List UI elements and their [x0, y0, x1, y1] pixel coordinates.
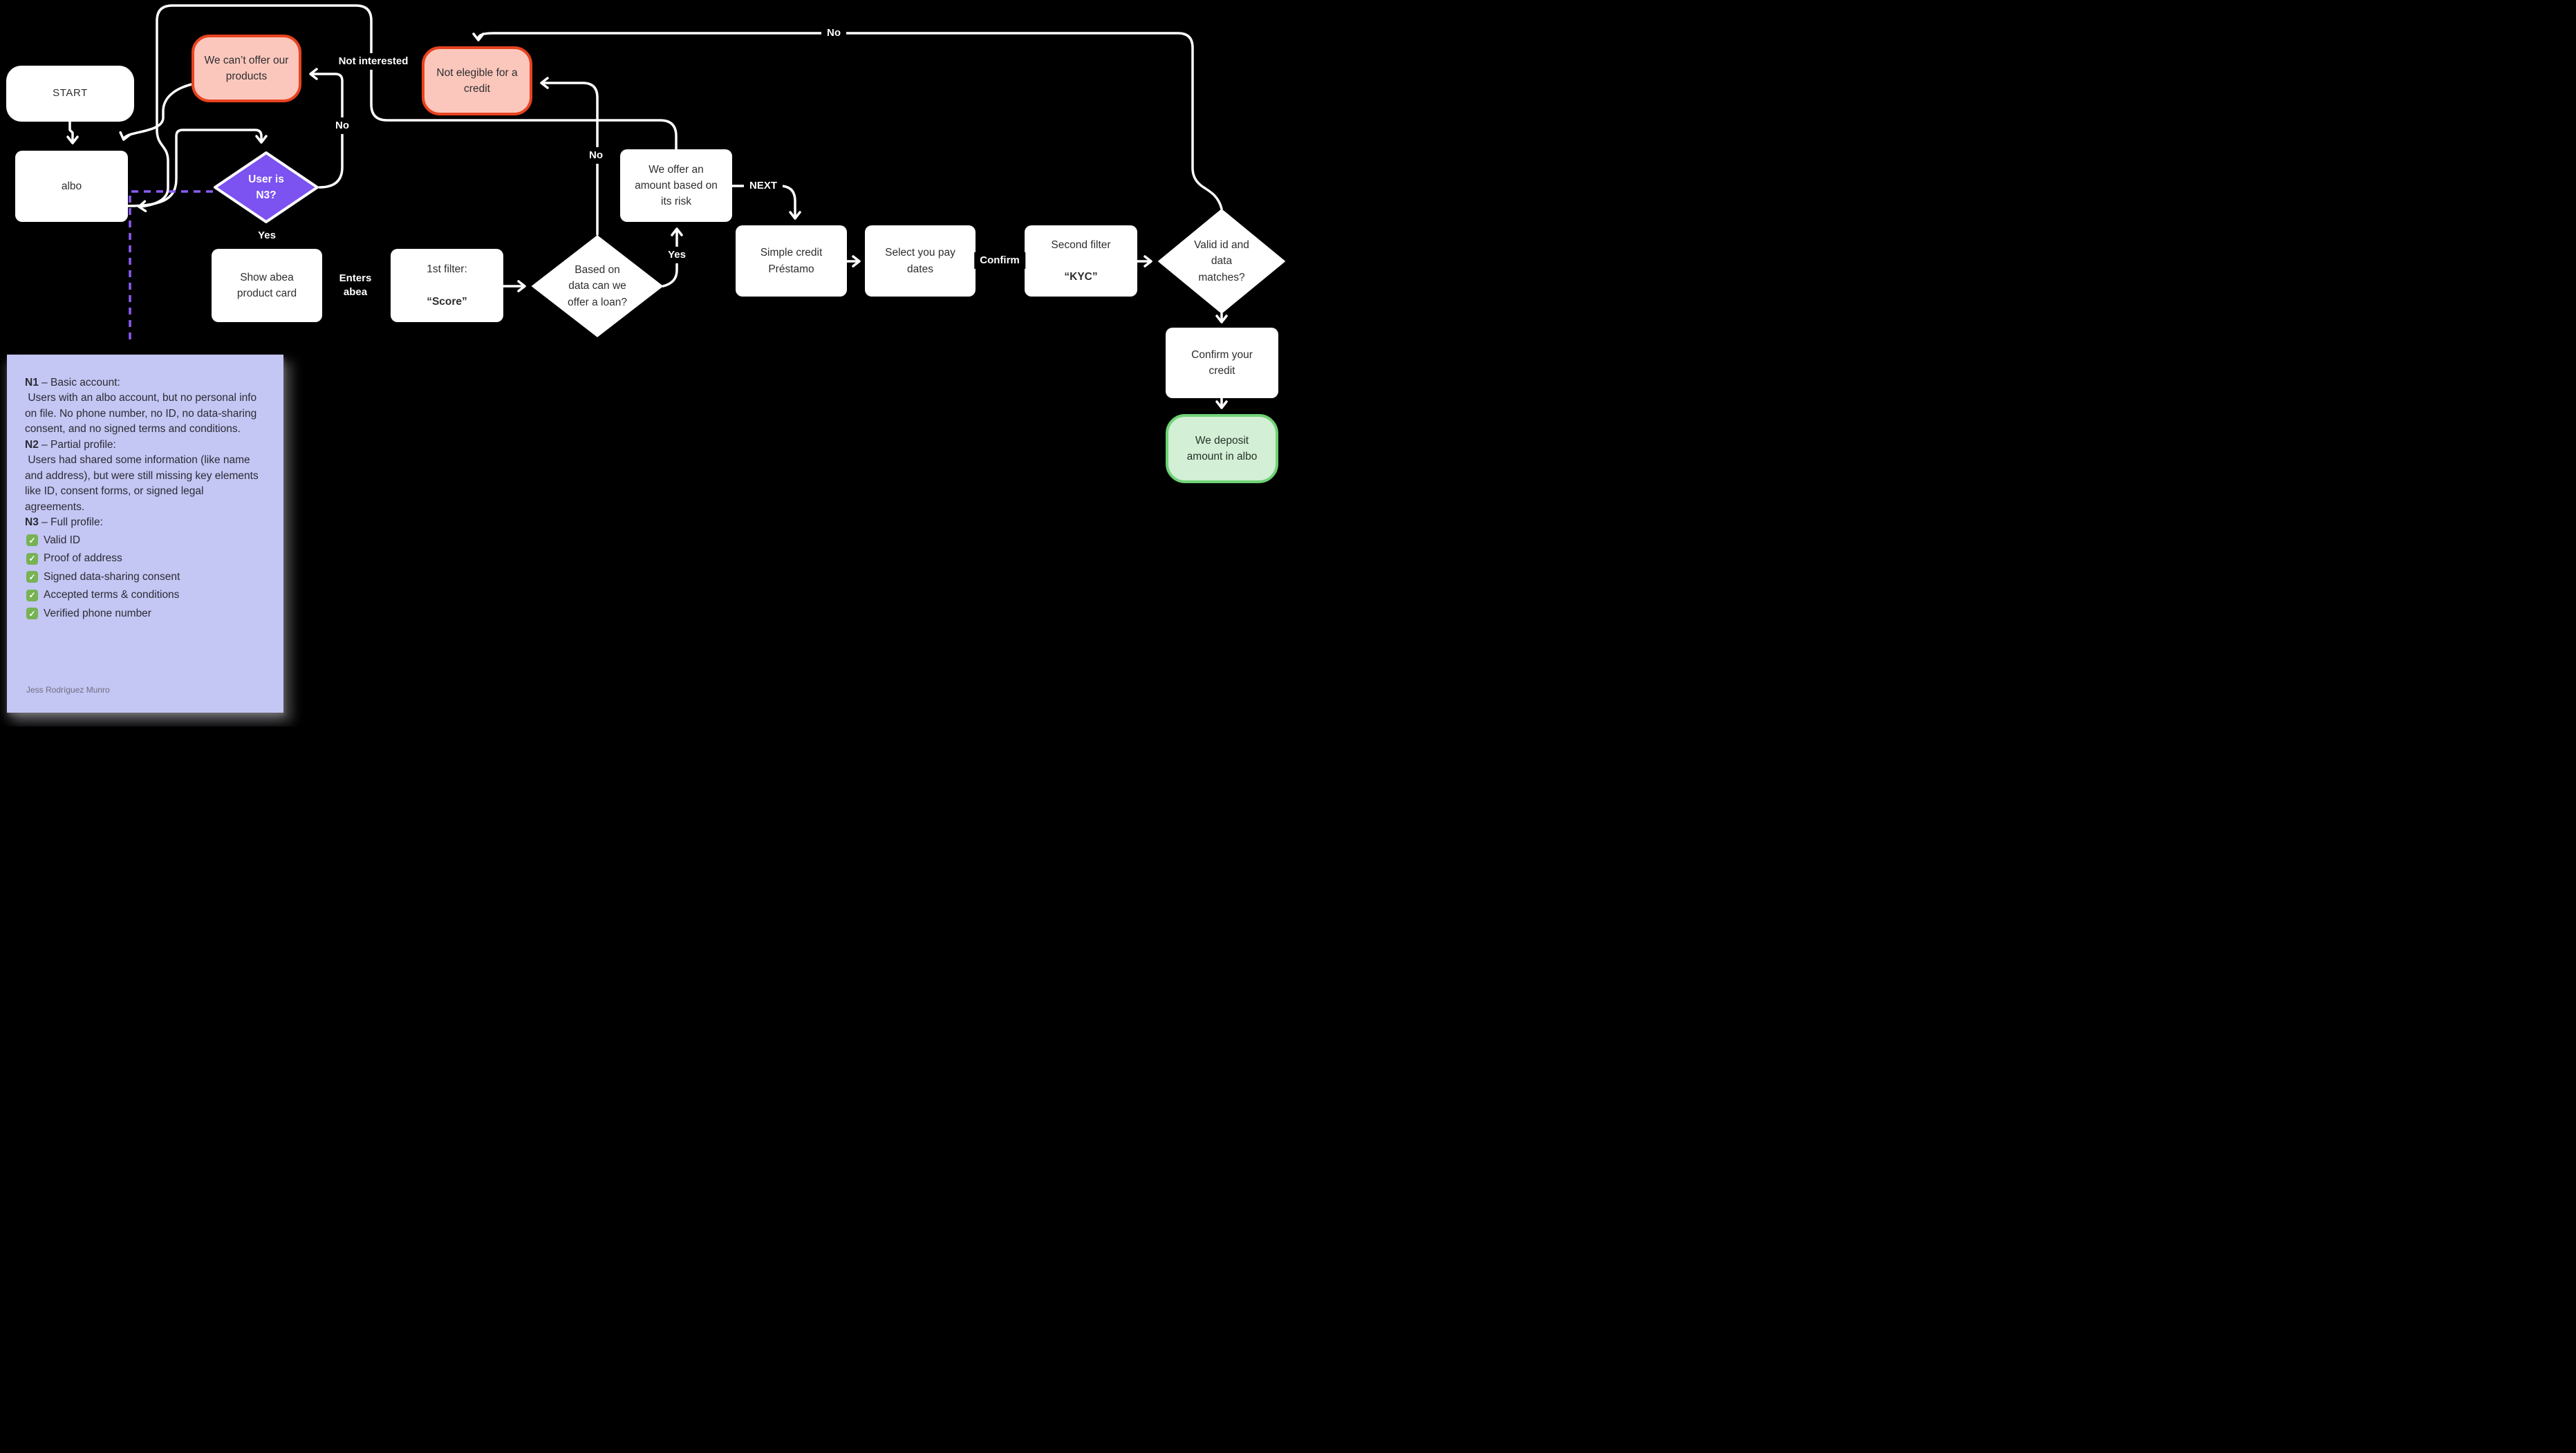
legend-n3-section: N3 – Full profile: Valid ID Proof of add…	[25, 515, 265, 621]
edge-label-n3-no: No	[330, 117, 355, 135]
edge-label-loan-yes: Yes	[662, 246, 691, 264]
pay-dates-node: Select you pay dates	[865, 225, 976, 297]
checklist-item: Accepted terms & conditions	[26, 588, 265, 603]
attribution: Jess Rodríguez Munro	[26, 684, 110, 695]
checklist-item: Verified phone number	[26, 606, 265, 621]
edge-label-not-interested: Not interested	[333, 53, 414, 71]
connector-loan-no-to-noteligible	[540, 77, 599, 236]
edge-label-valid-no: No	[821, 24, 846, 42]
second-filter-node: Second filter “KYC”	[1025, 225, 1137, 297]
albo-node: albo	[15, 151, 128, 222]
diamond-shape	[1157, 209, 1286, 314]
checklist-item: Valid ID	[26, 533, 265, 548]
checklist-item: Signed data-sharing consent	[26, 570, 265, 585]
deposit-node: We deposit amount in albo	[1166, 414, 1278, 483]
loan-decision: Based on data can we offer a loan?	[531, 235, 664, 337]
edge-label-confirm: Confirm	[974, 252, 1025, 270]
user-n3-decision: User is N3?	[213, 151, 319, 224]
confirm-credit-node: Confirm your credit	[1166, 328, 1278, 398]
valid-id-decision: Valid id and data matches?	[1157, 209, 1286, 314]
connector-n3-no-to-cantoffer	[309, 68, 344, 189]
flowchart-canvas: START albo We can’t offer our products U…	[0, 0, 1288, 726]
legend-panel: N1 – Basic account: Users with an albo a…	[7, 355, 283, 713]
not-eligible-node: Not elegible for a credit	[422, 46, 532, 115]
start-node: START	[6, 66, 134, 122]
edge-label-n3-yes: Yes	[252, 227, 281, 245]
checklist-item: Proof of address	[26, 551, 265, 566]
connector-start-to-albo	[66, 120, 79, 144]
diamond-shape	[214, 151, 319, 223]
check-icon	[26, 608, 38, 620]
edge-label-next: NEXT	[743, 177, 783, 195]
first-filter-node: 1st filter: “Score”	[391, 249, 503, 322]
check-icon	[26, 589, 38, 601]
cant-offer-node: We can’t offer our products	[192, 35, 301, 102]
connector-loan-yes-to-offer	[662, 227, 683, 288]
check-icon	[26, 571, 38, 583]
diamond-shape	[531, 235, 664, 337]
connector-validid-no-to-noteligible	[472, 32, 1223, 210]
check-icon	[26, 534, 38, 547]
check-icon	[26, 552, 38, 565]
simple-credit-node: Simple credit Préstamo	[736, 225, 847, 297]
show-product-node: Show abea product card	[212, 249, 322, 322]
connector-offer-notinterested-to-albo	[138, 4, 678, 213]
offer-amount-node: We offer an amount based on its risk	[620, 149, 732, 222]
legend-n2-section: N2 – Partial profile: Users had shared s…	[25, 438, 262, 513]
connector-albo-to-n3-decision	[127, 129, 268, 207]
connector-n3-dashed	[129, 190, 213, 340]
legend-n1-section: N1 – Basic account: Users with an albo a…	[25, 377, 260, 435]
flow-connectors	[66, 4, 1228, 409]
edge-label-enters-abea: Enters abea	[333, 270, 377, 301]
connector-cantoffer-to-albo	[119, 83, 193, 141]
edge-label-loan-no: No	[584, 147, 608, 165]
